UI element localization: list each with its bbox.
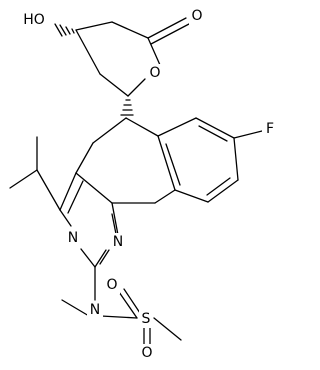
bond bbox=[207, 179, 239, 203]
bond bbox=[9, 169, 38, 189]
atom-labels: HO O O F N N N S O O bbox=[20, 7, 276, 362]
fluorine-label: F bbox=[266, 121, 274, 137]
bond bbox=[150, 23, 190, 45]
ring-oxygen-label: O bbox=[149, 65, 160, 81]
bond bbox=[59, 172, 77, 211]
bond bbox=[75, 142, 94, 174]
bond bbox=[92, 117, 127, 144]
structure-diagram: HO O O F N N N S O O bbox=[9, 7, 276, 362]
bond bbox=[118, 291, 138, 319]
pyrimidine-nitrogen-left-label: N bbox=[68, 230, 78, 246]
bond bbox=[147, 17, 187, 39]
bond bbox=[154, 189, 176, 204]
bond bbox=[165, 143, 181, 186]
bond bbox=[111, 213, 117, 235]
bond bbox=[233, 130, 263, 139]
bond bbox=[94, 249, 107, 268]
bond bbox=[125, 117, 159, 137]
sulfonyl-oxygen-bottom-label: O bbox=[141, 345, 152, 361]
bond bbox=[147, 37, 161, 66]
hydroxyl-label: HO bbox=[23, 12, 45, 28]
bond bbox=[75, 21, 113, 31]
central-ring bbox=[75, 117, 176, 204]
bond bbox=[75, 29, 101, 75]
bond bbox=[99, 73, 129, 97]
bond bbox=[100, 315, 138, 319]
bond bbox=[174, 189, 209, 203]
sulfonamide-group bbox=[61, 266, 182, 345]
bond bbox=[111, 202, 119, 236]
lactone-ring bbox=[54, 17, 190, 116]
bond bbox=[157, 117, 197, 137]
bond bbox=[153, 317, 182, 341]
bond bbox=[195, 117, 235, 139]
sulfonyl-oxygen-left-label: O bbox=[106, 277, 117, 293]
bond bbox=[127, 78, 146, 97]
bond bbox=[157, 135, 176, 191]
hashed-bond bbox=[120, 99, 134, 116]
sulfur-label: S bbox=[142, 311, 151, 327]
bond bbox=[75, 172, 113, 204]
bond bbox=[36, 169, 61, 211]
pyrimidine-nitrogen-right-label: N bbox=[113, 234, 123, 250]
bond bbox=[80, 248, 96, 268]
hashed-bond bbox=[54, 23, 75, 37]
bond bbox=[99, 249, 110, 265]
bond bbox=[61, 299, 90, 317]
molecule-canvas: HO O O F N N N S O O bbox=[9, 7, 276, 362]
bond bbox=[198, 125, 228, 142]
bond bbox=[59, 209, 72, 227]
bond bbox=[233, 137, 239, 181]
bond bbox=[206, 177, 231, 196]
bond bbox=[67, 180, 84, 214]
bond bbox=[111, 21, 149, 39]
amine-nitrogen-label: N bbox=[90, 302, 100, 318]
benzene-ring bbox=[157, 117, 263, 203]
carbonyl-oxygen-label: O bbox=[191, 8, 202, 24]
pyrimidine-ring bbox=[9, 136, 119, 268]
